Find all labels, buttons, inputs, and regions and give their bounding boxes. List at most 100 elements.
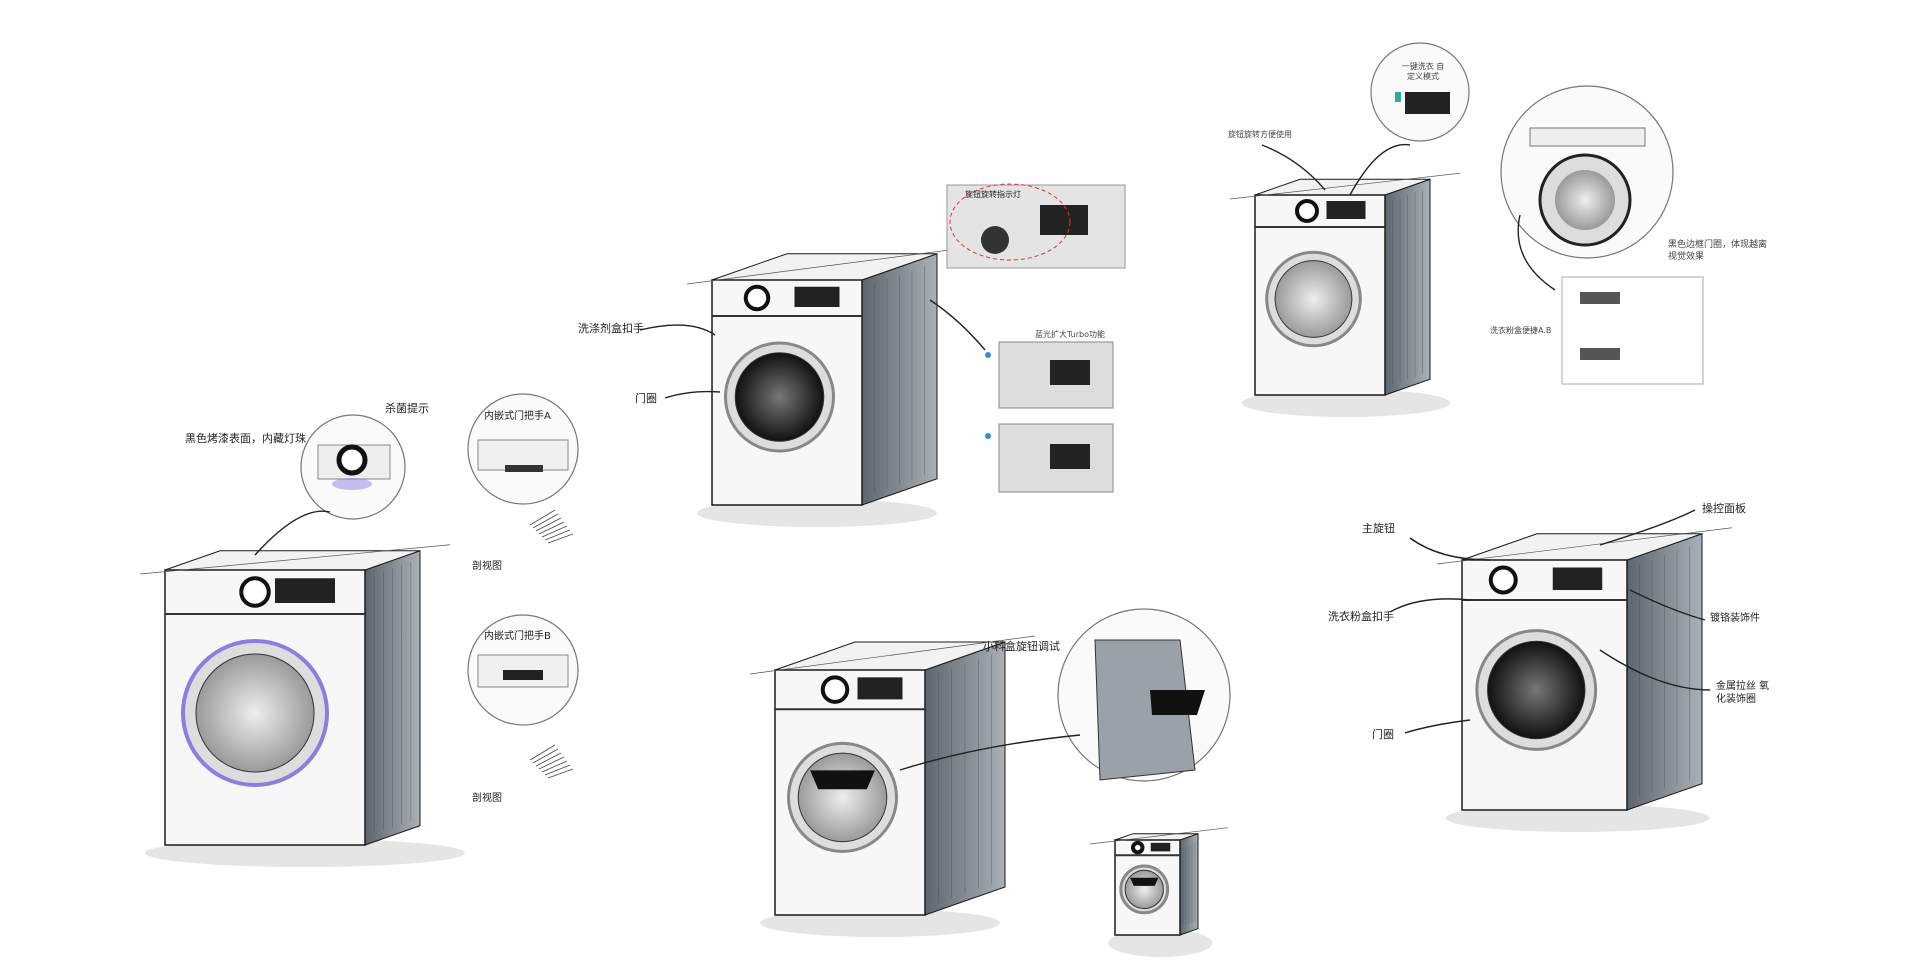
drawer-a bbox=[1580, 292, 1620, 304]
knob-icon bbox=[336, 444, 368, 476]
section-hatch bbox=[535, 517, 562, 532]
construction-line bbox=[686, 247, 968, 285]
washing-machine-sketch bbox=[1436, 527, 1733, 832]
leader-arrow bbox=[639, 324, 716, 336]
section-hatch bbox=[529, 509, 556, 526]
section-hatch bbox=[532, 748, 559, 764]
display-screen bbox=[1552, 567, 1603, 590]
display-screen bbox=[275, 578, 335, 603]
construction-line bbox=[1089, 827, 1229, 845]
section-hatch bbox=[547, 533, 574, 544]
construction-line bbox=[1436, 527, 1733, 565]
detail-handle-a bbox=[467, 393, 579, 505]
label-drawer-note: 小料盒旋钮调试 bbox=[983, 640, 1060, 653]
section-hatch bbox=[538, 521, 565, 535]
label-control-panel: 操控面板 bbox=[1702, 502, 1746, 515]
label-knob-note: 旋钮旋转方便使用 bbox=[1228, 130, 1292, 139]
leader-arrow bbox=[929, 299, 986, 351]
display-screen bbox=[1040, 205, 1088, 235]
label-one-key: 一键洗衣 自定义模式 bbox=[1401, 62, 1445, 82]
label-turbo: 蓝光扩大Turbo功能 bbox=[1035, 330, 1106, 339]
blue-dot-icon bbox=[985, 433, 991, 439]
display-screen bbox=[1050, 444, 1090, 469]
label-detergent-handle-br: 洗衣粉盒扣手 bbox=[1328, 610, 1394, 623]
label-sterilize-hint: 杀菌提示 bbox=[385, 402, 429, 415]
highlight-dashed-ring bbox=[949, 183, 1071, 261]
floor-shadow bbox=[760, 909, 1000, 937]
section-hatch bbox=[538, 756, 565, 770]
detergent-drawer bbox=[810, 770, 875, 790]
display-screen bbox=[1150, 842, 1171, 852]
section-hatch bbox=[535, 752, 562, 767]
leader-arrow bbox=[254, 510, 331, 556]
knob-icon bbox=[820, 675, 850, 704]
door-glass bbox=[1274, 260, 1353, 338]
leader-arrow bbox=[899, 734, 1081, 771]
door-glass bbox=[1487, 640, 1586, 740]
leader-arrow bbox=[1629, 589, 1706, 621]
detergent-drawer bbox=[1150, 690, 1205, 715]
leader-arrow bbox=[1404, 719, 1471, 734]
section-hatch bbox=[529, 744, 556, 761]
washing-machine-sketch bbox=[139, 544, 465, 867]
green-indicator bbox=[1395, 92, 1401, 102]
door-glass bbox=[1124, 869, 1164, 910]
knob-icon bbox=[981, 226, 1009, 254]
door-glass bbox=[1555, 170, 1615, 230]
knob-icon bbox=[743, 284, 771, 312]
construction-line bbox=[749, 635, 1036, 675]
washing-machine-sketch bbox=[1229, 172, 1461, 417]
leader-arrow bbox=[1599, 509, 1696, 546]
label-black-paint: 黑色烤漆表面，内藏灯珠 bbox=[185, 432, 306, 445]
section-hatch bbox=[547, 768, 574, 779]
label-knob-indicator: 旋钮旋转指示灯 bbox=[965, 190, 1021, 199]
panel-detail bbox=[1529, 127, 1646, 147]
label-detergent-ab: 洗衣粉盒便捷A.B bbox=[1490, 326, 1552, 335]
display-screen bbox=[794, 286, 840, 307]
leader-arrow bbox=[1599, 649, 1711, 691]
inset-panel-knob bbox=[946, 184, 1126, 269]
display-screen bbox=[1050, 360, 1090, 385]
label-door-ring-note: 黑色边框门圈，体现越离视觉效果 bbox=[1668, 240, 1768, 262]
display-screen bbox=[857, 677, 903, 700]
door-glass bbox=[195, 653, 315, 773]
knob-icon bbox=[1131, 840, 1145, 855]
drawer-b bbox=[1580, 348, 1620, 360]
floor-shadow bbox=[1242, 389, 1450, 417]
section-hatch bbox=[544, 529, 571, 541]
label-door-ring-br: 门圈 bbox=[1372, 728, 1394, 741]
floor-shadow bbox=[697, 499, 937, 527]
detail-door-ring bbox=[1500, 85, 1674, 259]
construction-line bbox=[1229, 172, 1461, 200]
floor-shadow bbox=[1108, 929, 1213, 957]
door-glass bbox=[734, 352, 825, 442]
knob-icon bbox=[1295, 199, 1319, 223]
label-door-ring: 门圈 bbox=[635, 392, 657, 405]
label-section-b: 剖视图 bbox=[472, 793, 502, 804]
machine-side-detail bbox=[1094, 639, 1196, 781]
door-glass bbox=[797, 752, 888, 843]
knob-icon bbox=[1488, 565, 1518, 595]
leader-arrow bbox=[664, 390, 721, 399]
knob-icon bbox=[239, 576, 271, 608]
section-hatch bbox=[532, 513, 559, 529]
leader-arrow bbox=[1389, 598, 1471, 613]
washing-machine-sketch bbox=[749, 635, 1036, 937]
label-detergent-handle: 洗涤剂盒扣手 bbox=[578, 322, 644, 335]
detail-one-key bbox=[1370, 42, 1470, 142]
washing-machine-sketch bbox=[1089, 827, 1229, 957]
section-hatch bbox=[544, 764, 571, 776]
label-handle-b: 内嵌式门把手B bbox=[484, 631, 551, 642]
washing-machine-sketch bbox=[686, 247, 968, 527]
blue-dot-icon bbox=[985, 352, 991, 358]
floor-shadow bbox=[1445, 804, 1710, 832]
leader-arrow bbox=[1261, 144, 1326, 191]
leader-arrow bbox=[1517, 214, 1556, 291]
display-screen bbox=[1405, 92, 1450, 114]
handle-recess bbox=[503, 670, 543, 680]
label-section-a: 剖视图 bbox=[472, 561, 502, 572]
detail-detergent-drawer bbox=[1057, 608, 1231, 782]
detail-sterilize-indicator bbox=[300, 414, 406, 520]
